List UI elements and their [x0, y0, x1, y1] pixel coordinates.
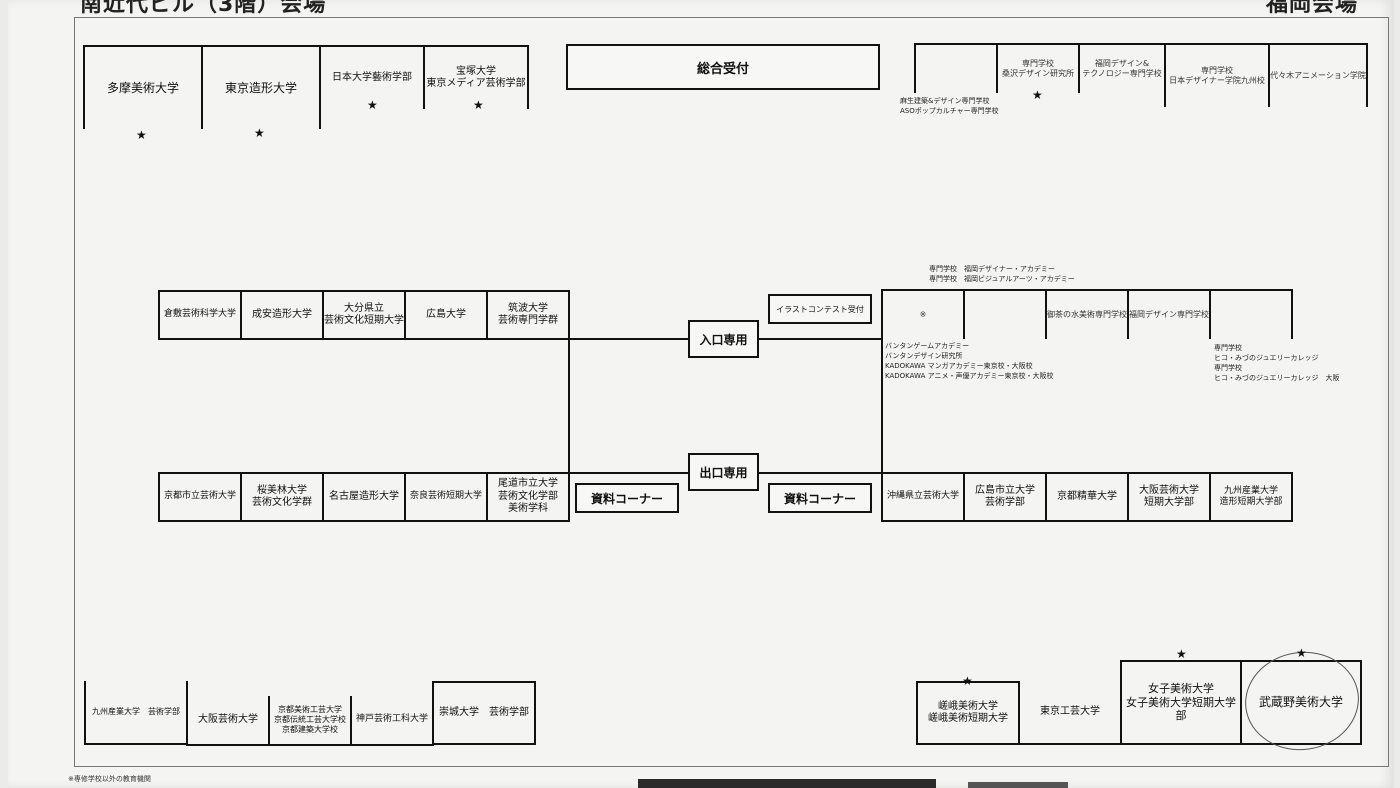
booth-mid-left-upper-2: 成安造形大学 [240, 290, 324, 340]
entrance-only: 入口専用 [688, 320, 759, 358]
booth-mid-left-upper-5: 筑波大学 芸術専門学群 [486, 290, 570, 340]
booth-mid-left-lower-5: 尾道市立大学 芸術文化学部 美術学科 [486, 472, 570, 522]
mid-right-right-note: 専門学校 ヒコ・みづのジュエリーカレッジ 専門学校 ヒコ・みづのジュエリーカレッ… [1214, 344, 1340, 383]
booth-top-right-1 [914, 43, 998, 93]
materials-corner-left: 資料コーナー [575, 483, 679, 513]
booth-bottom-left-1: 九州産業大学 芸術学部 [84, 681, 188, 745]
mid-right-left-note: バンタンゲームアカデミー バンタンデザイン研究所 KADOKAWA マンガアカデ… [885, 342, 1054, 381]
footnote: ※専修学校以外の教育機関 [68, 775, 151, 783]
corridor-line [757, 338, 883, 340]
footer-fragment [968, 782, 1068, 788]
star-mark: ★ [136, 128, 147, 142]
star-mark: ★ [473, 98, 484, 112]
booth-top-right-2: 専門学校 桑沢デザイン研究所 [996, 43, 1080, 93]
booth-mid-right-lower-5: 九州産業大学 造形短期大学部 [1209, 472, 1293, 522]
booth-top-right-4: 専門学校 日本デザイナー学院九州校 [1164, 43, 1270, 107]
venue-title-right: 福岡会場 [1266, 0, 1359, 17]
star-mark: ★ [1176, 647, 1187, 661]
booth-bottom-left-2: 大阪芸術大学 [186, 696, 270, 746]
venue-title-left: 南近代ビル（3階）会場 [80, 0, 327, 17]
booth-mid-left-lower-3: 名古屋造形大学 [322, 472, 406, 522]
booth-mid-right-upper-1: ※ [881, 289, 965, 339]
booth-bottom-right-1: 嵯峨美術大学 嵯峨美術短期大学 [916, 681, 1020, 745]
booth-bottom-left-4: 神戸芸術工科大学 [350, 696, 434, 746]
star-mark: ★ [367, 98, 378, 112]
booth-top-left-2: 東京造形大学 [201, 45, 321, 129]
corridor-line-left [568, 338, 570, 474]
star-mark: ★ [962, 674, 973, 688]
booth-mid-right-upper-5 [1209, 289, 1293, 339]
star-mark: ★ [1032, 88, 1043, 102]
top-right-note: 麻生建築&デザイン専門学校 ASOポップカルチャー専門学校 [900, 97, 999, 116]
booth-mid-right-lower-3: 京都精華大学 [1045, 472, 1129, 522]
booth-mid-right-lower-1: 沖縄県立芸術大学 [881, 472, 965, 522]
illustration-contest-desk: イラストコンテスト受付 [768, 294, 872, 324]
general-reception: 総合受付 [566, 44, 880, 90]
footer-dark-bar [638, 779, 936, 788]
booth-top-left-4: 宝塚大学 東京メディア芸術学部 [423, 45, 529, 109]
booth-bottom-right-4: 武蔵野美術大学 [1240, 660, 1362, 745]
corridor-line [568, 472, 690, 474]
booth-mid-left-lower-4: 奈良芸術短期大学 [404, 472, 488, 522]
corridor-line-right [881, 289, 883, 474]
booth-mid-right-upper-2 [963, 289, 1047, 339]
booth-mid-right-lower-2: 広島市立大学 芸術学部 [963, 472, 1047, 522]
booth-bottom-right-3: 女子美術大学 女子美術大学短期大学部 [1120, 660, 1242, 745]
booth-top-right-3: 福岡デザイン& テクノロジー専門学校 [1078, 43, 1166, 93]
map-frame [74, 17, 1389, 767]
booth-bottom-right-2: 東京工芸大学 [1018, 681, 1122, 745]
corridor-line [757, 472, 883, 474]
booth-mid-left-lower-1: 京都市立芸術大学 [158, 472, 242, 522]
booth-mid-left-upper-1: 倉敷芸術科学大学 [158, 290, 242, 340]
booth-mid-right-upper-3: 御茶の水美術専門学校 [1045, 289, 1129, 339]
booth-mid-right-lower-4: 大阪芸術大学 短期大学部 [1127, 472, 1211, 522]
booth-mid-right-upper-4: 福岡デザイン専門学校 [1127, 289, 1211, 339]
booth-top-right-5: 代々木アニメーション学院 [1268, 43, 1368, 107]
materials-corner-right: 資料コーナー [768, 483, 872, 513]
star-mark: ★ [1296, 646, 1307, 660]
booth-top-left-1: 多摩美術大学 [83, 45, 203, 129]
booth-mid-left-upper-4: 広島大学 [404, 290, 488, 340]
mid-right-top-note: 専門学校 福岡デザイナー・アカデミー 専門学校 福岡ビジュアルアーツ・アカデミー [929, 265, 1075, 284]
booth-bottom-left-5: 崇城大学 芸術学部 [432, 681, 536, 745]
star-mark: ★ [254, 126, 265, 140]
booth-bottom-left-3: 京都美術工芸大学 京都伝統工芸大学校 京都建築大学校 [268, 696, 352, 746]
booth-mid-left-upper-3: 大分県立 芸術文化短期大学 [322, 290, 406, 340]
floor-map-sheet: 南近代ビル（3階）会場 福岡会場 多摩美術大学 東京造形大学 日本大学藝術学部 … [8, 0, 1394, 788]
booth-mid-left-lower-2: 桜美林大学 芸術文化学群 [240, 472, 324, 522]
corridor-line [568, 338, 690, 340]
exit-only: 出口専用 [688, 453, 759, 491]
